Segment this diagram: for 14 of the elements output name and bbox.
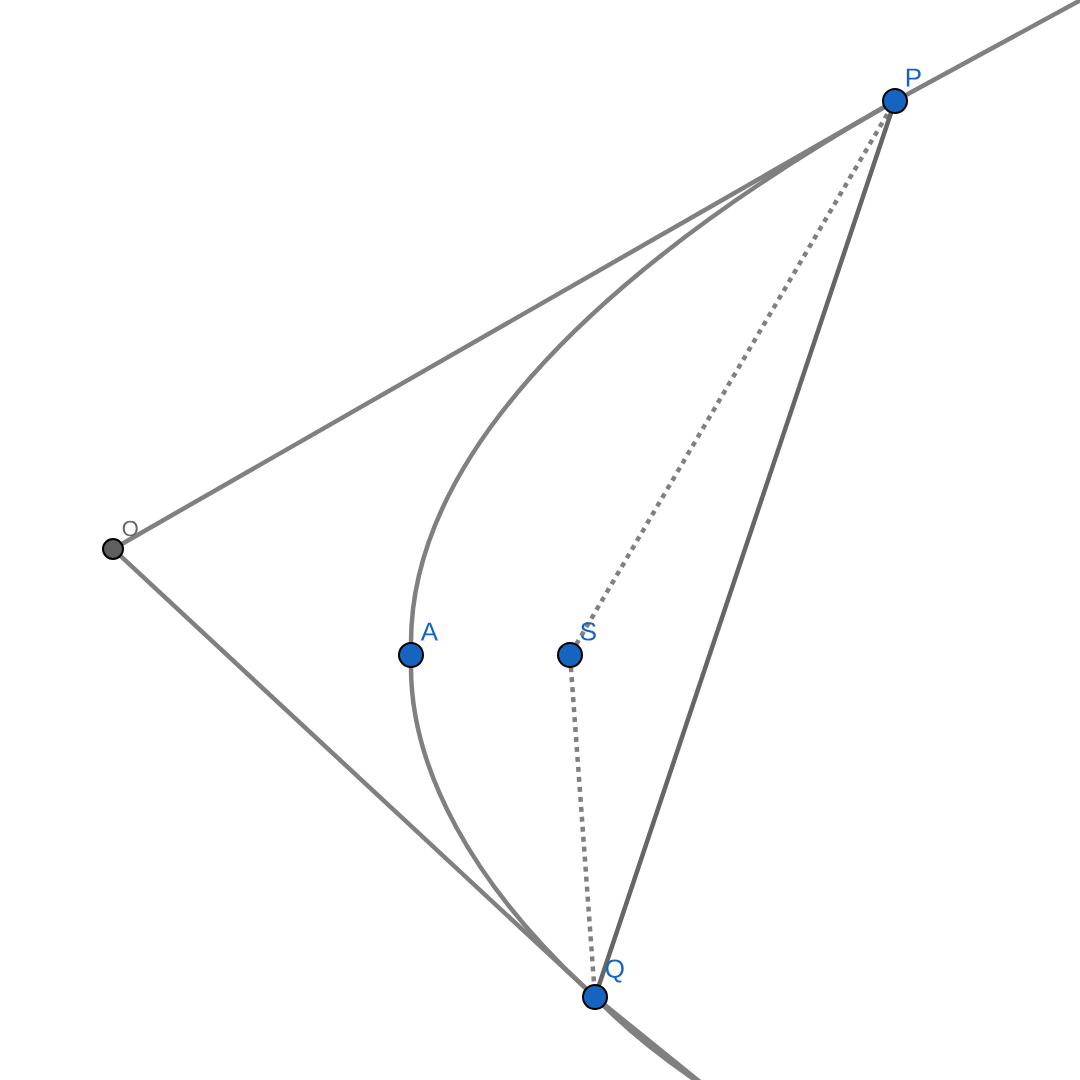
dotted-line	[574, 110, 891, 646]
node-label: Q	[605, 959, 624, 983]
point: O	[102, 520, 138, 560]
point: Q	[582, 959, 624, 1010]
point: P	[882, 68, 921, 114]
point: A	[398, 622, 438, 668]
line-segment	[596, 111, 894, 987]
parabola-arc	[408, 105, 886, 643]
parabola-arc	[408, 667, 588, 991]
node-label: P	[906, 68, 921, 87]
node-label: A	[420, 622, 438, 641]
point: S	[557, 622, 596, 668]
node-label: O	[122, 520, 138, 537]
node-label: S	[580, 622, 596, 641]
